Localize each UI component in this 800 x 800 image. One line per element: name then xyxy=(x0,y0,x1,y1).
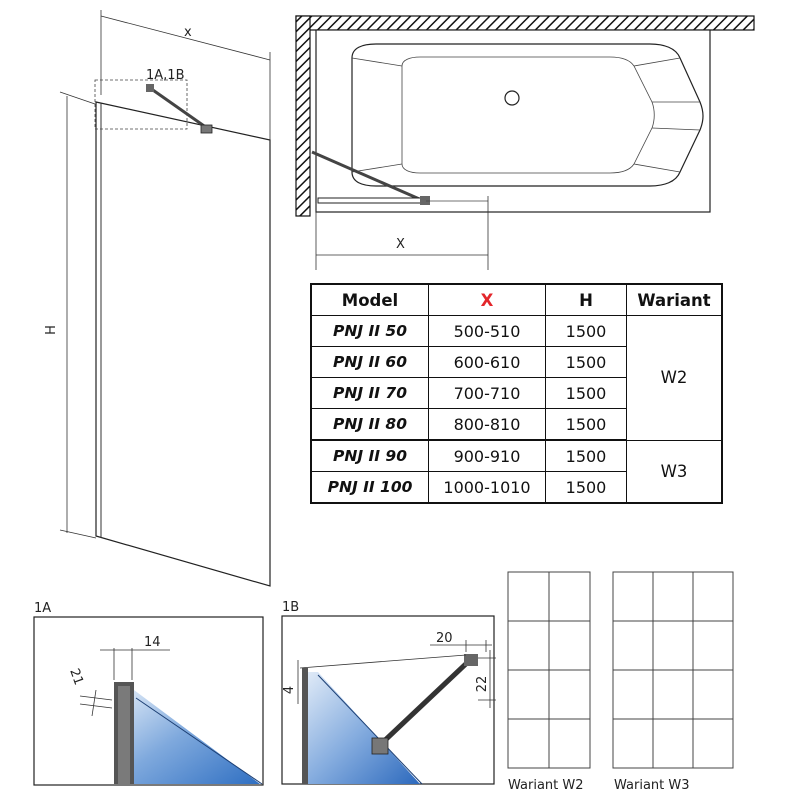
x-dimension-label: x xyxy=(184,25,192,40)
front-elevation: x H 1A,1B xyxy=(44,10,271,587)
glass-panel-plan xyxy=(317,197,427,204)
variant-w3: Wariant W3 xyxy=(612,571,734,793)
cell-variant-w3: W3 xyxy=(626,439,723,504)
cell-x: 500-510 xyxy=(428,315,546,347)
detail-1b-stabilizer-bar xyxy=(379,658,472,746)
cell-h: 1500 xyxy=(545,408,627,441)
detail-callout-label: 1A,1B xyxy=(146,68,185,83)
cell-variant-w2: W2 xyxy=(626,315,723,441)
wall-left-hatch xyxy=(295,15,311,217)
x-plan-dimension-label: X xyxy=(396,237,405,252)
cell-model: PNJ II 100 xyxy=(310,471,429,504)
table-row: PNJ II 60 600-610 1500 xyxy=(310,346,722,378)
detail-1a-label: 1A xyxy=(34,601,51,616)
header-variant: Wariant xyxy=(626,283,723,316)
stabilizer-bar-front xyxy=(149,86,208,130)
table-row: PNJ II 90 900-910 1500 W3 xyxy=(310,439,723,504)
detail-1b-label: 1B xyxy=(282,600,299,615)
spec-table: Model X H Wariant PNJ II 50 500-510 1500… xyxy=(310,283,723,504)
table-row: PNJ II 100 1000-1010 1500 xyxy=(310,471,722,504)
h-extension-top xyxy=(59,91,96,105)
variant-w2-caption: Wariant W2 xyxy=(508,778,584,793)
cell-model: PNJ II 90 xyxy=(310,439,429,472)
h-dimension-label: H xyxy=(44,325,59,335)
glass-clamp-front xyxy=(200,124,213,134)
cell-h: 1500 xyxy=(545,346,627,378)
x-dimension-line xyxy=(100,15,271,61)
cell-model: PNJ II 60 xyxy=(310,346,429,378)
drain-icon xyxy=(504,90,520,106)
header-h: H xyxy=(545,283,627,316)
table-header-row: Model X H Wariant xyxy=(310,283,723,316)
dim-4-label: 4 xyxy=(282,686,297,694)
cell-x: 800-810 xyxy=(428,408,546,441)
detail-1b-wall-bracket xyxy=(464,654,478,666)
bathtub-rim xyxy=(351,43,704,187)
dim-14-label: 14 xyxy=(144,635,161,650)
variant-w3-caption: Wariant W3 xyxy=(614,778,690,793)
glass-panel-front xyxy=(95,101,271,587)
bathtub-basin xyxy=(401,56,655,174)
detail-1b-glass xyxy=(305,672,420,784)
detail-1b: 1B 20 4 22 xyxy=(281,600,496,785)
cell-x: 700-710 xyxy=(428,377,546,409)
header-model: Model xyxy=(310,283,429,316)
cell-h: 1500 xyxy=(545,471,627,504)
detail-1b-glass-clamp xyxy=(371,737,389,755)
cell-model: PNJ II 70 xyxy=(310,377,429,409)
glass-clamp-plan xyxy=(420,196,430,205)
cell-x: 1000-1010 xyxy=(428,471,546,504)
stabilizer-bar-plan xyxy=(311,150,425,203)
cell-model: PNJ II 80 xyxy=(310,408,429,441)
wall-top-hatch xyxy=(295,15,755,31)
h-extension-bottom xyxy=(59,529,97,539)
wall-bracket-front xyxy=(146,84,154,92)
variant-w3-grid xyxy=(612,571,734,769)
header-x: X xyxy=(428,283,546,316)
cell-model: PNJ II 50 xyxy=(310,315,429,347)
cell-h: 1500 xyxy=(545,377,627,409)
table-row: PNJ II 80 800-810 1500 xyxy=(310,408,722,441)
variant-w2-grid xyxy=(507,571,591,769)
cell-x: 900-910 xyxy=(428,439,546,472)
table-row: PNJ II 70 700-710 1500 xyxy=(310,377,722,409)
plan-view: X xyxy=(295,15,755,270)
variant-w2: Wariant W2 xyxy=(507,571,591,793)
dim-22-label: 22 xyxy=(475,676,490,693)
detail-1b-wall-profile xyxy=(302,668,308,784)
dim-21-label: 21 xyxy=(66,667,86,688)
cell-h: 1500 xyxy=(545,315,627,347)
cell-x: 600-610 xyxy=(428,346,546,378)
dim-20-label: 20 xyxy=(436,631,453,646)
detail-1a: 1A 14 21 xyxy=(33,601,264,786)
cell-h: 1500 xyxy=(545,439,627,472)
detail-callout-box xyxy=(94,79,188,130)
table-row: PNJ II 50 500-510 1500 W2 xyxy=(310,315,723,441)
dim-21-line xyxy=(91,689,97,717)
detail-1a-glass xyxy=(122,690,260,784)
